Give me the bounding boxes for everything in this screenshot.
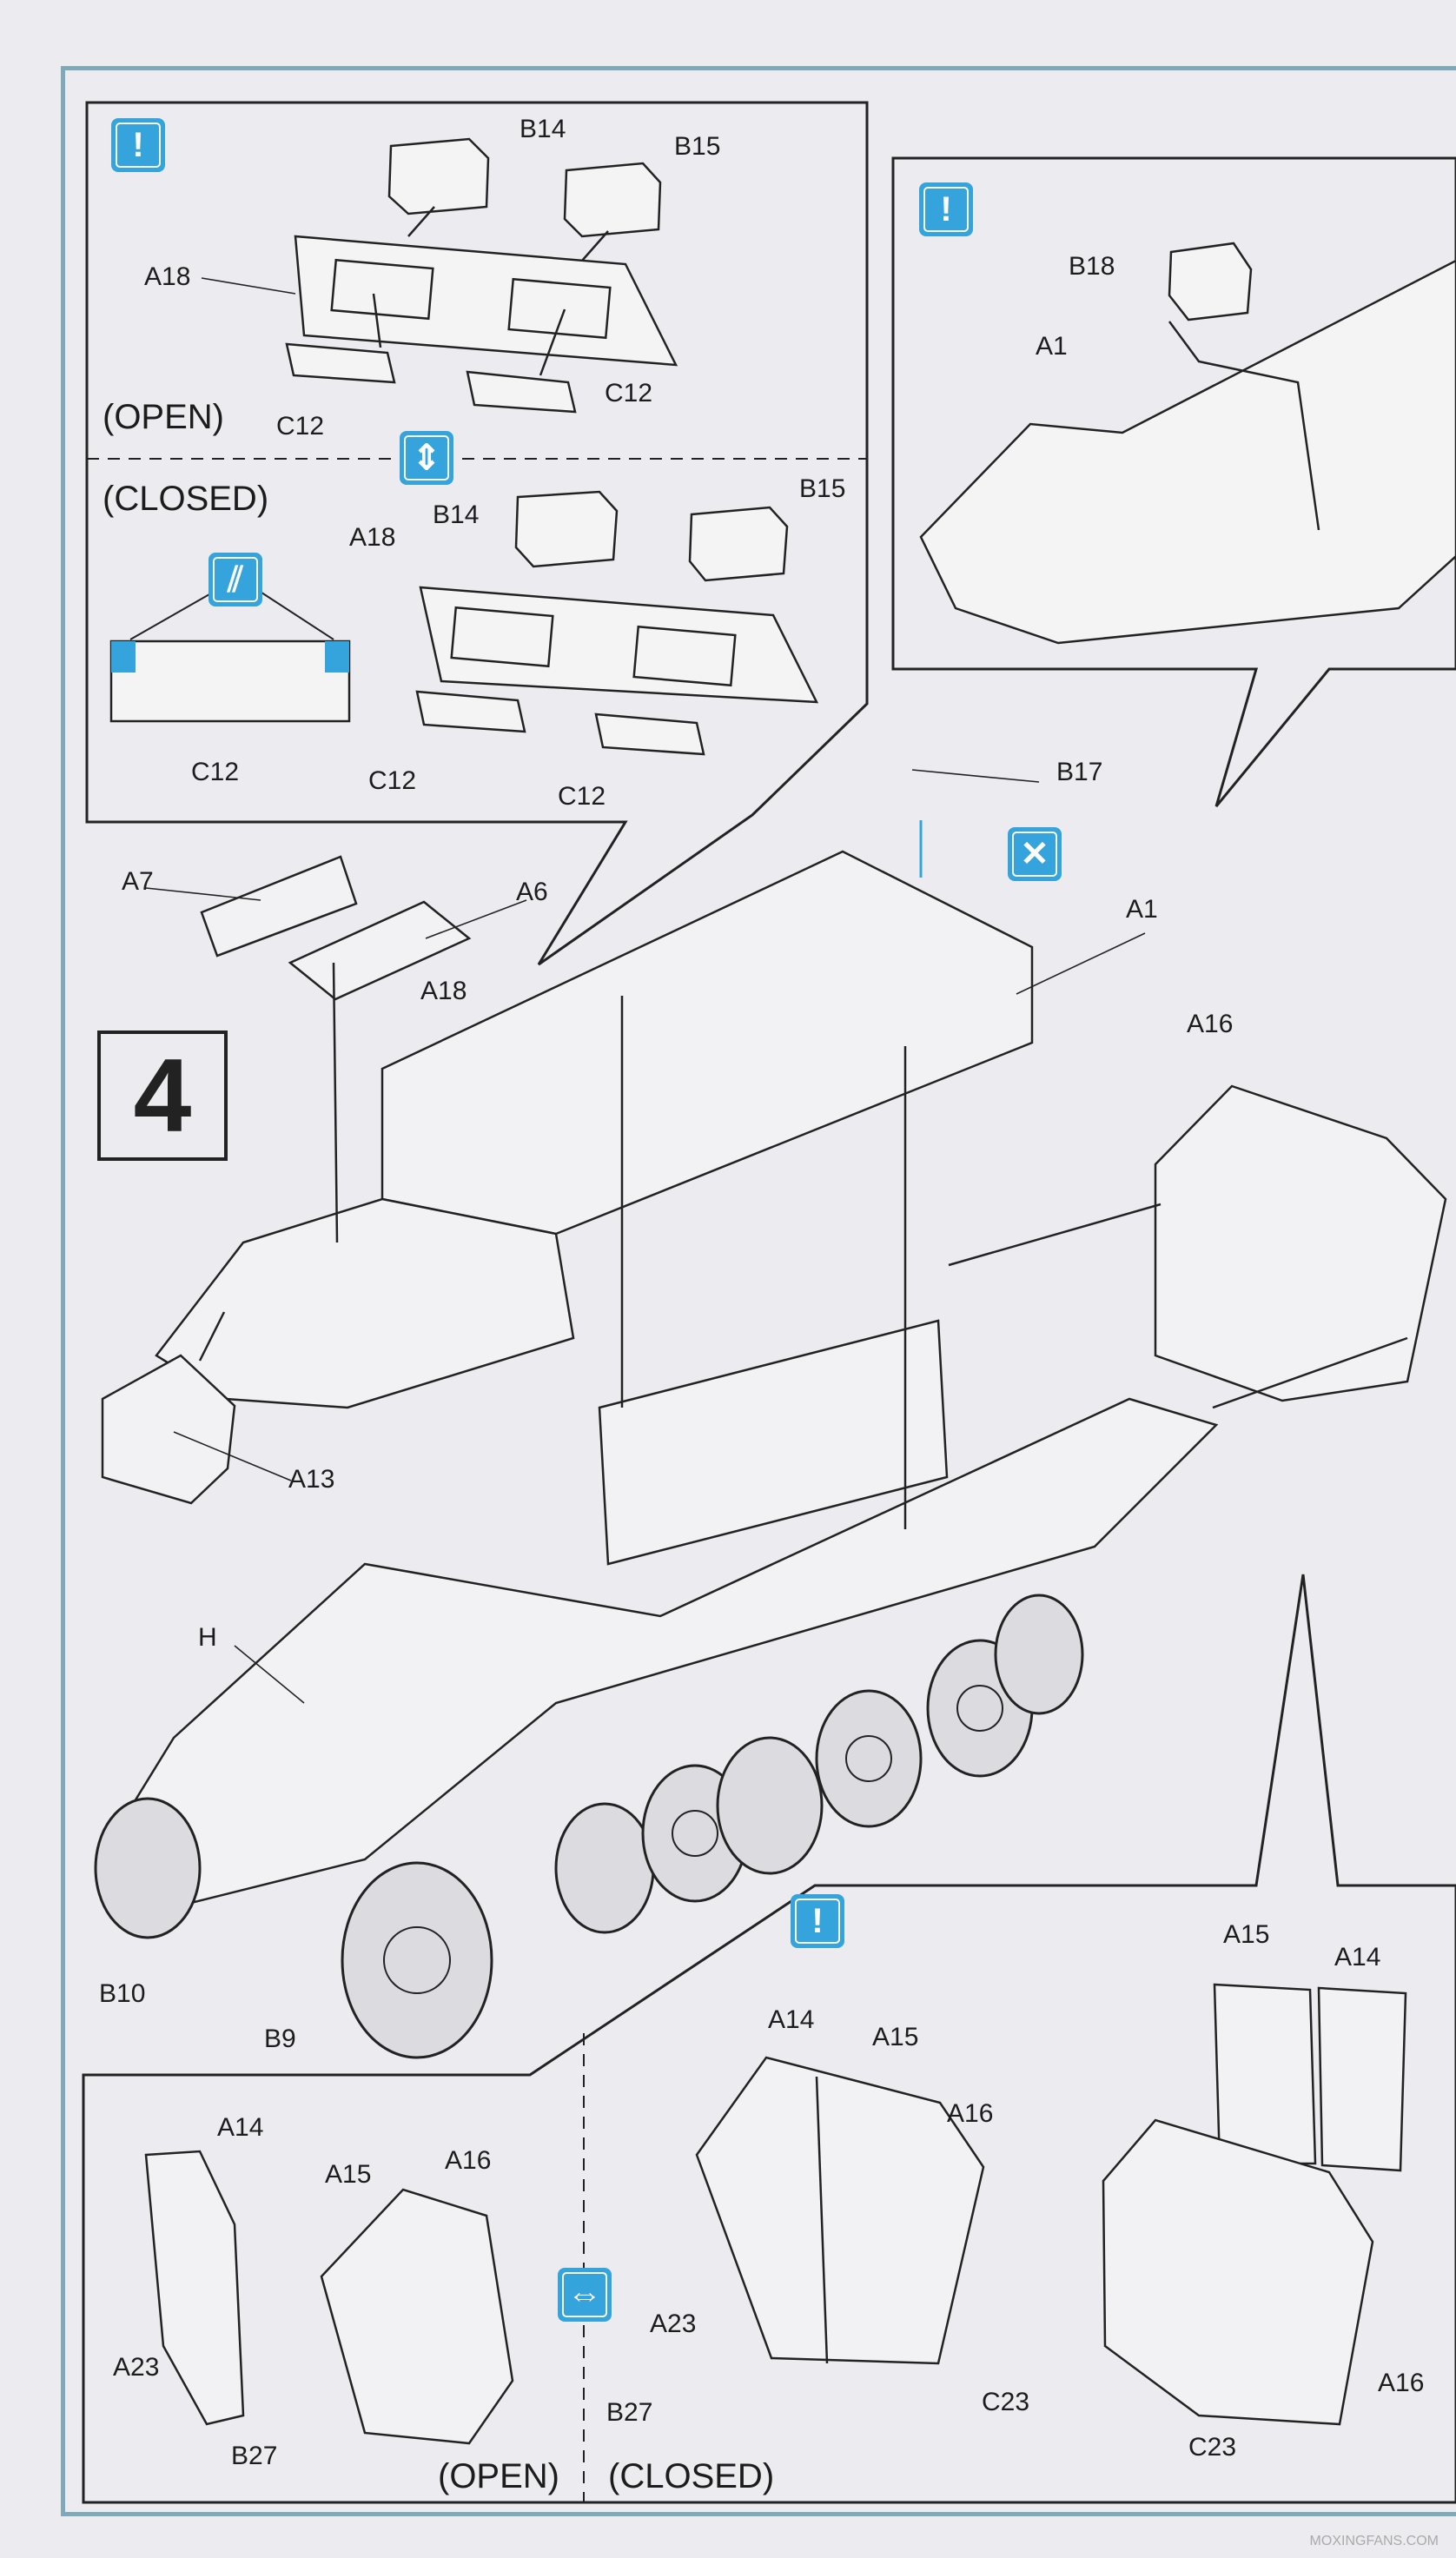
label-b10: B10: [99, 1979, 146, 2008]
closed-label: (CLOSED): [103, 480, 269, 518]
label-c12: C12: [276, 412, 325, 441]
a18-closed-opening-1: [450, 606, 554, 668]
a18-closed-opening-2: [632, 625, 737, 687]
label-a1: A1: [1036, 332, 1068, 361]
a18-opening-1: [330, 258, 434, 321]
label-b17: B17: [1056, 758, 1103, 786]
part-a16-main: [1154, 1084, 1447, 1402]
label-b15: B15: [674, 132, 721, 161]
part-c12-open-2: [466, 370, 577, 414]
part-a13: [101, 1354, 236, 1505]
door-a16-detail: [1102, 2118, 1374, 2426]
part-a6: [288, 900, 472, 1001]
engine-block: [598, 1319, 949, 1566]
label-a23: A23: [113, 2353, 160, 2382]
c12-glue-left: [111, 641, 136, 673]
label-c12: C12: [191, 758, 240, 786]
label-b14: B14: [520, 115, 566, 143]
open-close-swap-icon: ⇕: [400, 431, 453, 485]
label-b27: B27: [231, 2442, 278, 2470]
paint-spot-icon: !: [791, 1894, 844, 1948]
label-c12: C12: [368, 766, 417, 795]
paint-spot-icon: !: [919, 182, 973, 236]
part-b15-closed: [688, 506, 789, 582]
option-icon: ⇔: [558, 2268, 612, 2322]
label-a6: A6: [516, 878, 548, 906]
door-a15-a16-open: [320, 2188, 514, 2445]
part-a7: [200, 855, 358, 958]
inset-top-left-border: [85, 101, 869, 966]
label-b27: B27: [606, 2398, 653, 2427]
label-c23: C23: [982, 2388, 1030, 2416]
label-a14: A14: [1334, 1943, 1381, 1972]
label-a15: A15: [325, 2160, 372, 2189]
door-a15-detail: [1213, 1983, 1317, 2165]
road-wheel-6: [994, 1594, 1084, 1715]
open-label: (OPEN): [438, 2457, 559, 2495]
closed-label: (CLOSED): [608, 2457, 775, 2495]
part-b14-closed: [514, 490, 619, 568]
label-c23: C23: [1188, 2433, 1237, 2462]
label-b14: B14: [433, 500, 480, 529]
c12-glue-right: [325, 641, 349, 673]
label-a16: A16: [445, 2146, 492, 2175]
paint-spot-icon: !: [111, 118, 165, 172]
cement-icon: ⫽: [208, 553, 262, 606]
part-c12-closed-1: [415, 690, 526, 733]
part-b18: [1168, 242, 1253, 321]
part-c12-open-1: [285, 342, 396, 384]
label-a13: A13: [288, 1465, 335, 1494]
page-frame: [61, 66, 1456, 2516]
no-cement-icon: ✕: [1008, 827, 1062, 881]
front-wheel-left: [94, 1797, 202, 1939]
label-a18: A18: [420, 977, 467, 1005]
part-a1-main: [381, 850, 1034, 1236]
road-wheel-4: [815, 1689, 923, 1828]
part-c12-closed-2: [594, 712, 705, 756]
door-a14-open: [144, 2150, 245, 2426]
part-b14-open: [387, 137, 490, 215]
label-a15: A15: [1223, 1920, 1270, 1949]
label-c12: C12: [605, 379, 653, 408]
part-b15-open: [563, 162, 662, 238]
label-a18: A18: [349, 523, 396, 552]
label-a15: A15: [872, 2023, 919, 2051]
label-a16: A16: [1187, 1010, 1234, 1038]
label-b15: B15: [799, 474, 846, 503]
label-c12: C12: [558, 782, 606, 811]
label-a14: A14: [768, 2005, 815, 2034]
label-b18: B18: [1069, 252, 1115, 281]
front-wheel-right: [341, 1861, 493, 2059]
open-label: (OPEN): [103, 398, 224, 436]
inset-bottom-left-border: [82, 1574, 1456, 2504]
door-a14-detail: [1317, 1986, 1407, 2172]
a18-opening-2: [507, 277, 612, 340]
watermark: MOXINGFANS.COM: [1309, 2534, 1439, 2548]
label-a16: A16: [1378, 2369, 1425, 2397]
doors-closed: [695, 2056, 985, 2365]
step-number: 4: [97, 1030, 228, 1161]
road-wheel-1: [554, 1802, 655, 1934]
part-h: [103, 1397, 1219, 1913]
label-h: H: [198, 1623, 217, 1652]
inset-top-right-border: [891, 156, 1456, 807]
part-a1-inset: [919, 259, 1456, 645]
label-a7: A7: [122, 867, 154, 896]
label-a1: A1: [1126, 895, 1158, 924]
label-a16: A16: [947, 2099, 994, 2128]
label-b9: B9: [264, 2025, 296, 2053]
label-a23: A23: [650, 2309, 697, 2338]
road-wheel-3: [716, 1736, 824, 1875]
label-a18: A18: [144, 262, 191, 291]
label-a14: A14: [217, 2113, 264, 2142]
part-c12-detail: [109, 640, 351, 723]
hull-front: [155, 1197, 575, 1409]
